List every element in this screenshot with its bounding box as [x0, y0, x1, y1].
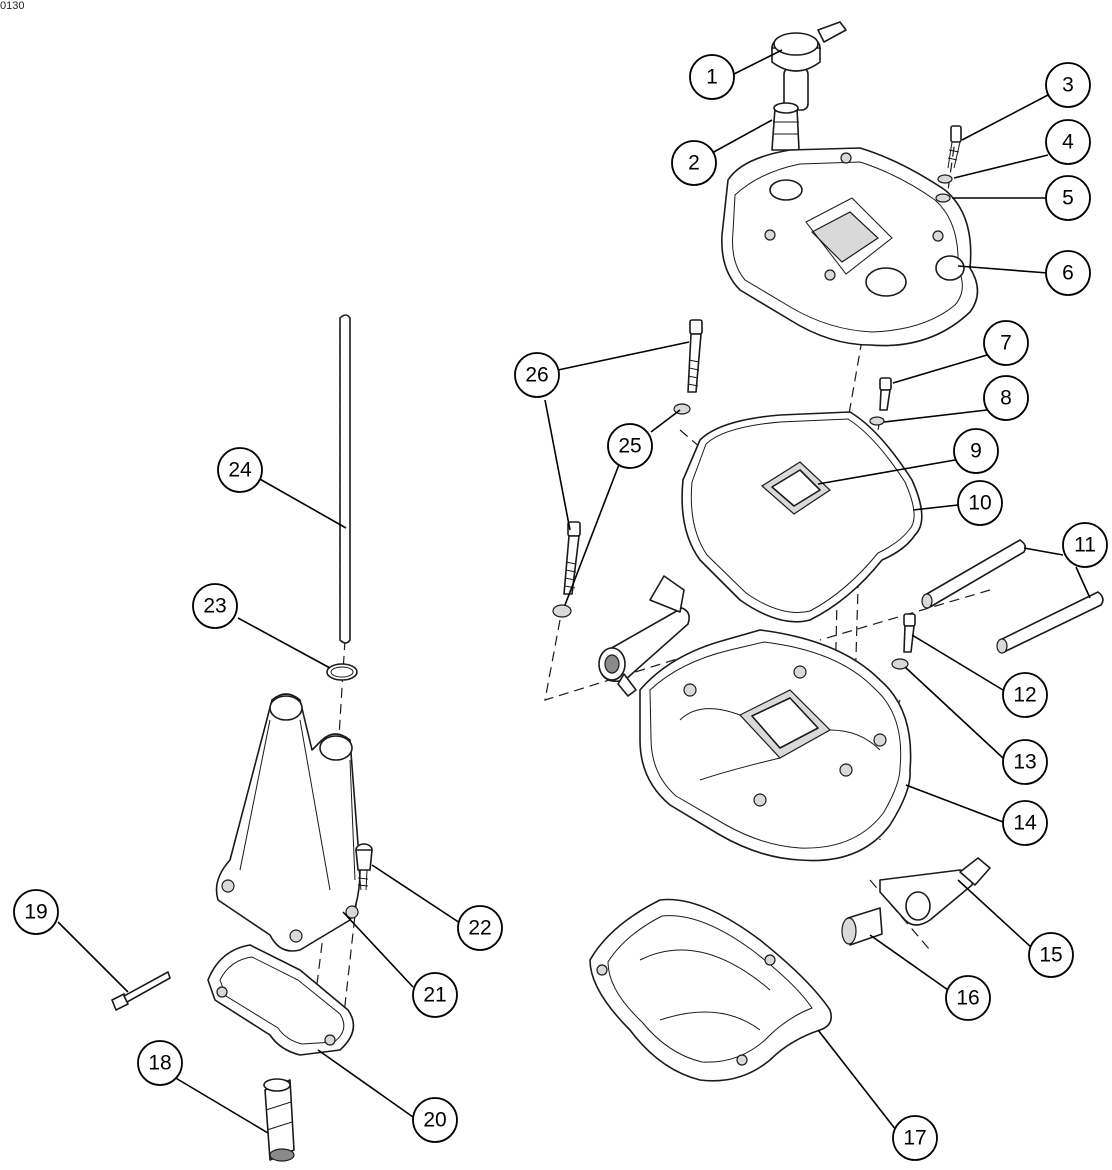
svg-text:25: 25 — [618, 435, 641, 458]
callout-6: 6 — [1045, 250, 1091, 296]
svg-text:26: 26 — [525, 364, 548, 387]
svg-text:12: 12 — [1013, 684, 1036, 707]
svg-text:4: 4 — [1062, 131, 1074, 154]
part-cover-screw — [935, 125, 962, 203]
callout-23: 23 — [192, 583, 238, 629]
callout-13: 13 — [1002, 739, 1048, 785]
leader-lines — [57, 49, 1091, 1134]
svg-text:5: 5 — [1062, 187, 1074, 210]
callout-10: 10 — [957, 480, 1003, 526]
callout-3: 3 — [1045, 62, 1091, 108]
callout-21: 21 — [412, 972, 458, 1018]
svg-text:6: 6 — [1062, 262, 1074, 285]
part-push-rod — [339, 314, 351, 644]
svg-text:3: 3 — [1062, 74, 1074, 97]
callout-9: 9 — [953, 428, 999, 474]
svg-text:9: 9 — [970, 440, 982, 463]
callout-5: 5 — [1045, 175, 1091, 221]
svg-text:14: 14 — [1013, 812, 1037, 835]
figure-id: 0130 — [0, 0, 25, 12]
part-tappet-base — [207, 944, 355, 1056]
svg-text:8: 8 — [1000, 387, 1012, 410]
svg-text:18: 18 — [148, 1052, 171, 1075]
callout-26: 26 — [514, 352, 560, 398]
svg-text:17: 17 — [903, 1127, 926, 1150]
svg-text:15: 15 — [1039, 944, 1062, 967]
part-holder-bolt — [891, 613, 916, 670]
part-lifter — [263, 1078, 295, 1162]
callout-2: 2 — [671, 140, 717, 186]
svg-text:22: 22 — [468, 917, 491, 940]
part-lower-gasket — [589, 898, 833, 1082]
callout-7: 7 — [983, 320, 1029, 366]
svg-text:13: 13 — [1013, 751, 1036, 774]
part-o-ring — [326, 663, 358, 681]
callout-4: 4 — [1045, 119, 1091, 165]
callout-20: 20 — [412, 1097, 458, 1143]
callout-19: 19 — [13, 889, 59, 935]
part-rocker-arm-lower — [879, 857, 991, 926]
callout-1: 1 — [689, 54, 735, 100]
svg-text:2: 2 — [688, 152, 700, 175]
svg-text:1: 1 — [706, 66, 718, 89]
svg-text:7: 7 — [1000, 332, 1012, 355]
svg-text:24: 24 — [228, 459, 252, 482]
callout-17: 17 — [892, 1115, 938, 1161]
callout-16: 16 — [945, 975, 991, 1021]
part-side-bolt — [111, 971, 171, 1011]
callout-12: 12 — [1002, 672, 1048, 718]
part-breather-fitting — [771, 21, 847, 111]
svg-text:19: 19 — [24, 901, 47, 924]
part-pushrod-cover — [215, 693, 361, 952]
svg-text:20: 20 — [423, 1109, 446, 1132]
svg-text:23: 23 — [203, 595, 226, 618]
callout-25: 25 — [607, 423, 653, 469]
callout-14: 14 — [1002, 800, 1048, 846]
part-cover-gasket — [681, 411, 923, 623]
callout-15: 15 — [1028, 932, 1074, 978]
svg-text:16: 16 — [956, 987, 979, 1010]
callout-11: 11 — [1062, 522, 1108, 568]
part-rocker-shafts — [921, 539, 1104, 654]
part-grommet — [771, 102, 800, 151]
part-bushing — [841, 907, 883, 946]
part-rocker-housing — [639, 629, 912, 862]
part-cover-bolt — [355, 843, 373, 891]
part-rocker-arm-upper — [598, 575, 690, 697]
part-rocker-cover — [721, 147, 979, 347]
part-small-bolt — [869, 377, 892, 426]
callout-18: 18 — [137, 1040, 183, 1086]
callout-22: 22 — [457, 905, 503, 951]
callout-8: 8 — [983, 375, 1029, 421]
svg-text:10: 10 — [968, 492, 991, 515]
svg-text:11: 11 — [1074, 534, 1096, 557]
svg-text:21: 21 — [423, 984, 446, 1007]
callout-24: 24 — [217, 447, 263, 493]
